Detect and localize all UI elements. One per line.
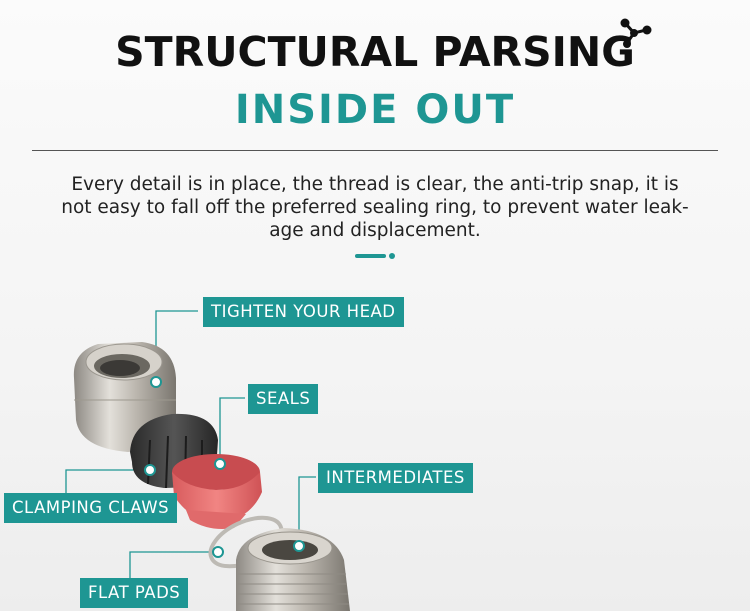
divider (32, 150, 718, 151)
label-clamping-claws: CLAMPING CLAWS (4, 493, 178, 523)
label-flat-pads: FLAT PADS (80, 578, 189, 608)
callout-dot (150, 376, 162, 388)
label-tighten-head: TIGHTEN YOUR HEAD (203, 297, 404, 327)
seal-part (172, 454, 262, 529)
decorative-bar (355, 254, 386, 258)
page-subtitle: INSIDE OUT (234, 87, 516, 133)
decorative-dot (389, 253, 395, 259)
page-title: STRUCTURAL PARSING (115, 28, 635, 76)
label-intermediates: INTERMEDIATES (318, 463, 473, 493)
molecule-logo-icon (620, 18, 652, 48)
label-seals: SEALS (248, 384, 319, 414)
callout-dot (144, 464, 156, 476)
description-text: Every detail is in place, the thread is … (61, 174, 689, 241)
intermediate-body-part (236, 528, 350, 611)
